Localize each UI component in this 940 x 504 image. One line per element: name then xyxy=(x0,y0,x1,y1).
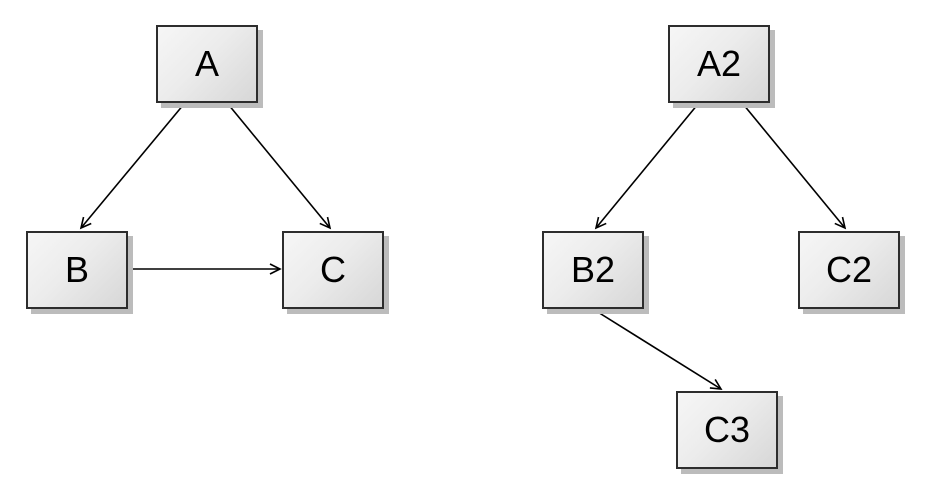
node-A: A xyxy=(156,25,258,103)
edge-A2-to-B2 xyxy=(594,103,699,230)
edge-A-to-B xyxy=(79,103,185,230)
node-A-label: A xyxy=(194,43,219,84)
node-B: B xyxy=(26,231,128,309)
node-B2: B2 xyxy=(542,231,644,309)
node-B2-label: B2 xyxy=(570,249,616,290)
node-A2-label: A2 xyxy=(696,43,742,84)
node-B-label: B xyxy=(64,249,89,290)
node-C3-label: C3 xyxy=(703,409,751,450)
node-C: C xyxy=(282,231,384,309)
edge-A2-to-C2 xyxy=(742,103,847,230)
node-C2-label: C2 xyxy=(825,249,873,290)
node-C-label: C xyxy=(320,249,346,290)
node-A2: A2 xyxy=(668,25,770,103)
edge-B2-to-C3 xyxy=(592,308,723,390)
node-C3: C3 xyxy=(676,391,778,469)
edge-A-to-C xyxy=(227,103,332,230)
node-C2: C2 xyxy=(798,231,900,309)
